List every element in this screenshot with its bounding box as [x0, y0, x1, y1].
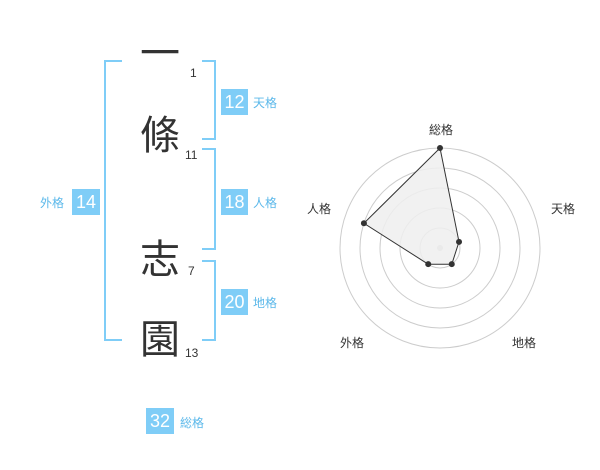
name-char-4: 園	[140, 317, 180, 363]
gaikaku-bracket	[104, 60, 122, 341]
gaikaku-value: 14	[72, 189, 100, 215]
chikaku-bracket	[202, 260, 216, 341]
chikaku-label: 地格	[253, 296, 278, 310]
tenkaku-label: 天格	[253, 96, 278, 110]
stroke-count-3: 7	[188, 264, 195, 278]
radar-point-0	[437, 145, 443, 151]
radar-axis-label-ten: 天格	[551, 202, 576, 216]
jinkaku-bracket	[202, 148, 216, 250]
radar-series-polygon	[363, 146, 460, 265]
radar-axis-label-gai: 外格	[340, 336, 365, 350]
radar-point-2	[448, 261, 455, 268]
stroke-count-1: 1	[190, 66, 197, 80]
stroke-count-2: 11	[185, 148, 198, 162]
jinkaku-label: 人格	[253, 196, 278, 210]
name-char-1: 一	[140, 31, 180, 77]
name-char-3: 志	[140, 237, 180, 283]
tenkaku-bracket	[202, 60, 216, 140]
chikaku-value: 20	[221, 289, 248, 315]
stroke-count-4: 13	[185, 346, 199, 360]
radar-axis-label-sou: 総格	[429, 123, 454, 137]
radar-point-1	[456, 238, 463, 245]
soukaku-value: 32	[146, 408, 174, 434]
gaikaku-label: 外格	[40, 196, 65, 210]
tenkaku-value: 12	[221, 89, 248, 115]
radar-point-4	[360, 220, 367, 227]
radar-axis-label-chi: 地格	[512, 336, 537, 350]
soukaku-label: 総格	[180, 416, 205, 430]
jinkaku-value: 18	[221, 189, 248, 215]
name-char-2: 條	[140, 113, 180, 159]
radar-point-3	[425, 261, 432, 268]
radar-axis-label-jin: 人格	[307, 202, 332, 216]
